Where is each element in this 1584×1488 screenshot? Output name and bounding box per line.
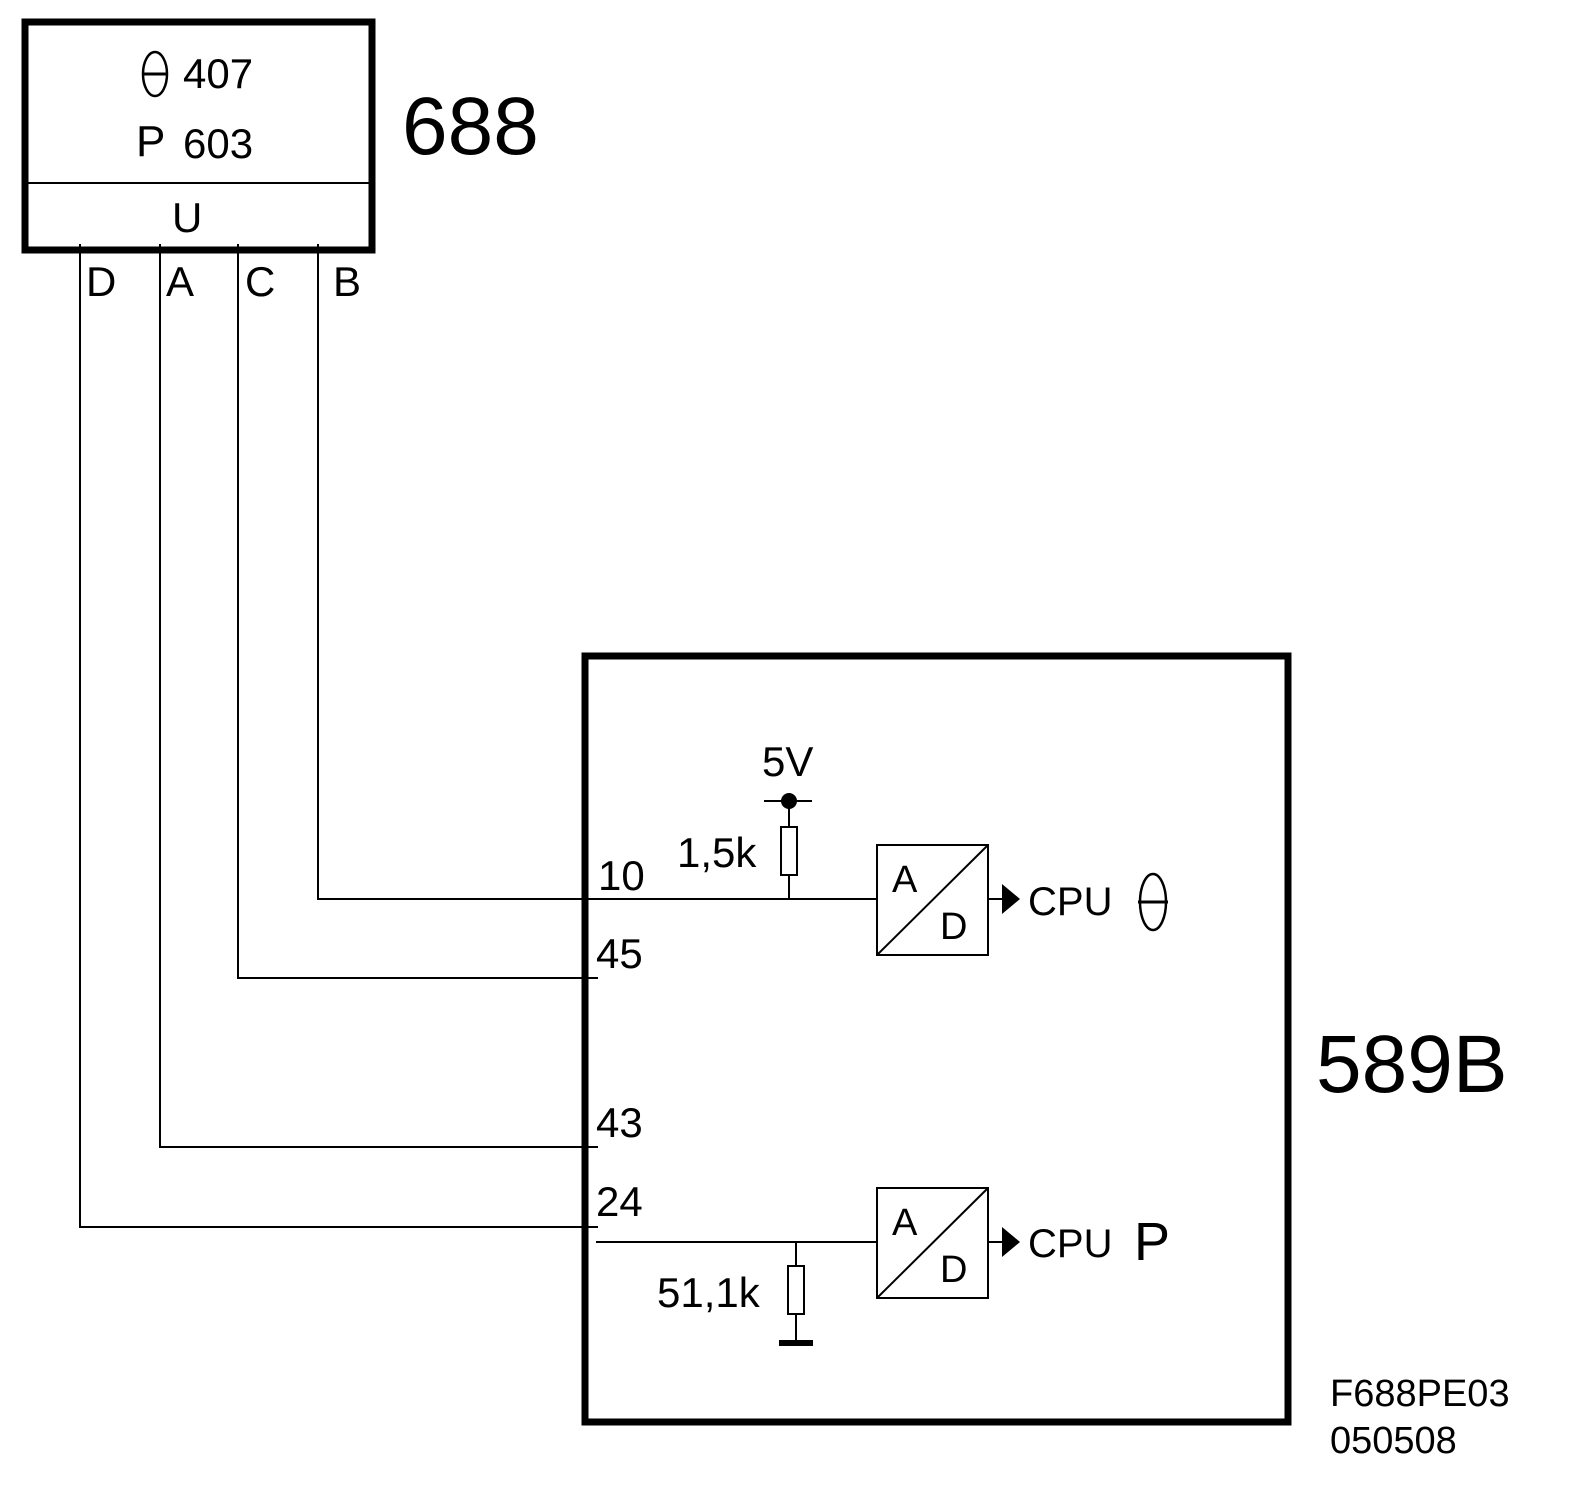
pullup-label: 1,5k (677, 829, 757, 876)
terminal-10: 10 (598, 852, 645, 899)
adc-top: A D (876, 844, 989, 956)
arrow-icon (1002, 1227, 1020, 1257)
adc-bottom-a: A (892, 1202, 918, 1244)
sensor-u-label: U (172, 194, 202, 241)
terminal-43: 43 (596, 1099, 643, 1146)
controller-block: 589B 10 45 43 24 5V 1,5k A D CPU (581, 652, 1508, 1426)
cpu-p-label: CPU (1028, 1222, 1112, 1266)
sensor-p-code: 603 (183, 120, 253, 167)
figure-code: F688PE03 (1330, 1373, 1510, 1415)
wire-a (159, 244, 598, 1148)
figure-date: 050508 (1330, 1420, 1457, 1462)
pin-label-d: D (86, 258, 116, 305)
pin-label-c: C (245, 258, 275, 305)
cpu-theta-label: CPU (1028, 880, 1112, 924)
adc-top-a: A (892, 859, 918, 901)
controller-id: 589B (1316, 1019, 1508, 1110)
adc-bottom: A D (876, 1187, 989, 1299)
theta-icon (1138, 872, 1168, 932)
wire-c (237, 244, 598, 979)
arrow-icon (1002, 884, 1020, 914)
pin-label-b: B (333, 258, 361, 305)
terminal-45: 45 (596, 930, 643, 977)
adc-top-d: D (940, 906, 967, 948)
pulldown-resistor-icon (787, 1265, 805, 1315)
pin-label-a: A (166, 258, 194, 305)
sensor-theta-code: 407 (183, 50, 253, 97)
wire-b (317, 244, 877, 900)
adc-bottom-d: D (940, 1249, 967, 1291)
sensor-p-label: P (136, 117, 165, 166)
sensor-outline (21, 18, 376, 254)
terminal-24: 24 (596, 1178, 643, 1225)
supply-label: 5V (762, 738, 813, 785)
pullup-resistor-icon (780, 826, 798, 876)
theta-icon (141, 50, 169, 98)
wire-d (79, 244, 598, 1228)
sensor-block: 407 P 603 U 688 D A C B (21, 18, 539, 305)
pulldown-label: 51,1k (657, 1269, 761, 1316)
cpu-p-symbol: P (1134, 1212, 1170, 1272)
controller-outline (581, 652, 1292, 1426)
wires (79, 244, 877, 1228)
sensor-id: 688 (402, 81, 539, 172)
